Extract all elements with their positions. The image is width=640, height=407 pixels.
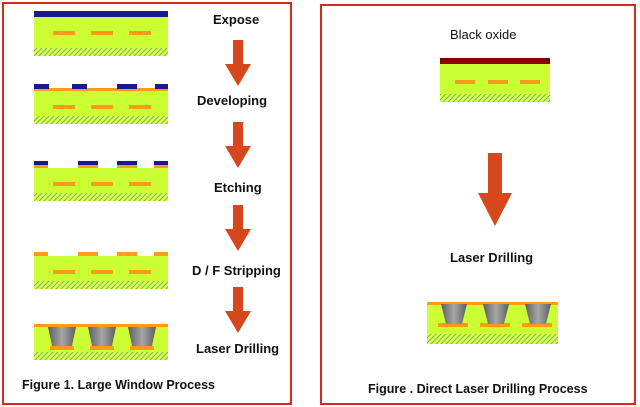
inner-copper xyxy=(520,80,540,84)
black-oxide-layer xyxy=(440,58,550,64)
down-arrow-icon xyxy=(478,153,512,226)
inner-copper xyxy=(129,105,151,109)
down-arrow-icon xyxy=(225,40,251,86)
copper-pad xyxy=(78,252,98,256)
substrate-layer xyxy=(34,91,168,116)
core-layer xyxy=(440,94,550,102)
inner-copper xyxy=(91,31,113,35)
inner-copper xyxy=(455,80,475,84)
copper-pad xyxy=(154,165,168,168)
copper-pad xyxy=(34,252,48,256)
dry-film-pad xyxy=(34,84,49,89)
inner-copper xyxy=(438,323,468,327)
substrate-layer xyxy=(440,64,550,94)
inner-copper xyxy=(129,31,151,35)
dry-film-pad xyxy=(117,161,137,165)
laser-via xyxy=(483,304,509,324)
laser-drilling-label: Laser Drilling xyxy=(450,250,534,265)
dry-film-pad xyxy=(155,84,168,89)
inner-copper xyxy=(50,346,74,350)
copper-pad xyxy=(154,252,168,256)
copper-pad xyxy=(34,165,48,168)
step-label-developing: Developing xyxy=(197,93,268,108)
laser-via xyxy=(88,327,116,346)
step-label-laser-drilling: Laser Drilling xyxy=(196,341,280,356)
inner-copper xyxy=(91,270,113,274)
copper-pad xyxy=(117,252,137,256)
dry-film-pad xyxy=(117,84,137,89)
dry-film-layer xyxy=(34,11,168,17)
expose-stack xyxy=(34,11,168,56)
core-layer xyxy=(34,193,168,201)
developing-stack xyxy=(34,84,168,124)
inner-copper xyxy=(129,270,151,274)
step-label-etching: Etching xyxy=(214,180,262,195)
laser-drilling-stack-left xyxy=(34,324,168,360)
down-arrow-icon xyxy=(225,205,251,251)
substrate-layer xyxy=(34,168,168,193)
dry-film-pad xyxy=(78,161,98,165)
inner-copper xyxy=(91,182,113,186)
laser-drilling-stack-right xyxy=(427,302,558,344)
inner-copper xyxy=(488,80,508,84)
down-arrow-icon xyxy=(225,287,251,333)
inner-copper xyxy=(129,182,151,186)
copper-foil xyxy=(427,302,558,305)
step-label-expose: Expose xyxy=(213,12,260,27)
laser-via xyxy=(128,327,156,346)
etching-stack xyxy=(34,161,168,201)
black-oxide-stack xyxy=(440,58,550,102)
core-layer xyxy=(34,281,168,289)
dry-film-pad xyxy=(154,161,168,165)
dry-film-pad xyxy=(34,161,48,165)
inner-copper xyxy=(53,105,75,109)
core-layer xyxy=(427,334,558,344)
stripping-stack xyxy=(34,252,168,289)
inner-copper xyxy=(53,31,75,35)
copper-foil xyxy=(34,324,168,327)
core-layer xyxy=(34,48,168,56)
laser-via xyxy=(525,304,551,324)
step-label-df-stripping: D / F Stripping xyxy=(192,263,281,278)
copper-foil xyxy=(34,88,168,91)
inner-copper xyxy=(130,346,154,350)
laser-via xyxy=(441,304,467,324)
left-arrows xyxy=(225,40,251,333)
inner-copper xyxy=(480,323,510,327)
copper-pad xyxy=(78,165,98,168)
figure-caption-left: Figure 1. Large Window Process xyxy=(22,378,215,392)
inner-copper xyxy=(522,323,552,327)
core-layer xyxy=(34,116,168,124)
substrate-layer xyxy=(34,256,168,281)
black-oxide-label: Black oxide xyxy=(450,27,517,42)
inner-copper xyxy=(90,346,114,350)
inner-copper xyxy=(53,182,75,186)
inner-copper xyxy=(91,105,113,109)
dry-film-pad xyxy=(72,84,87,89)
figure-caption-right: Figure . Direct Laser Drilling Process xyxy=(368,382,588,396)
core-layer xyxy=(34,352,168,360)
laser-via xyxy=(48,327,76,346)
inner-copper xyxy=(53,270,75,274)
down-arrow-icon xyxy=(225,122,251,168)
copper-pad xyxy=(117,165,137,168)
